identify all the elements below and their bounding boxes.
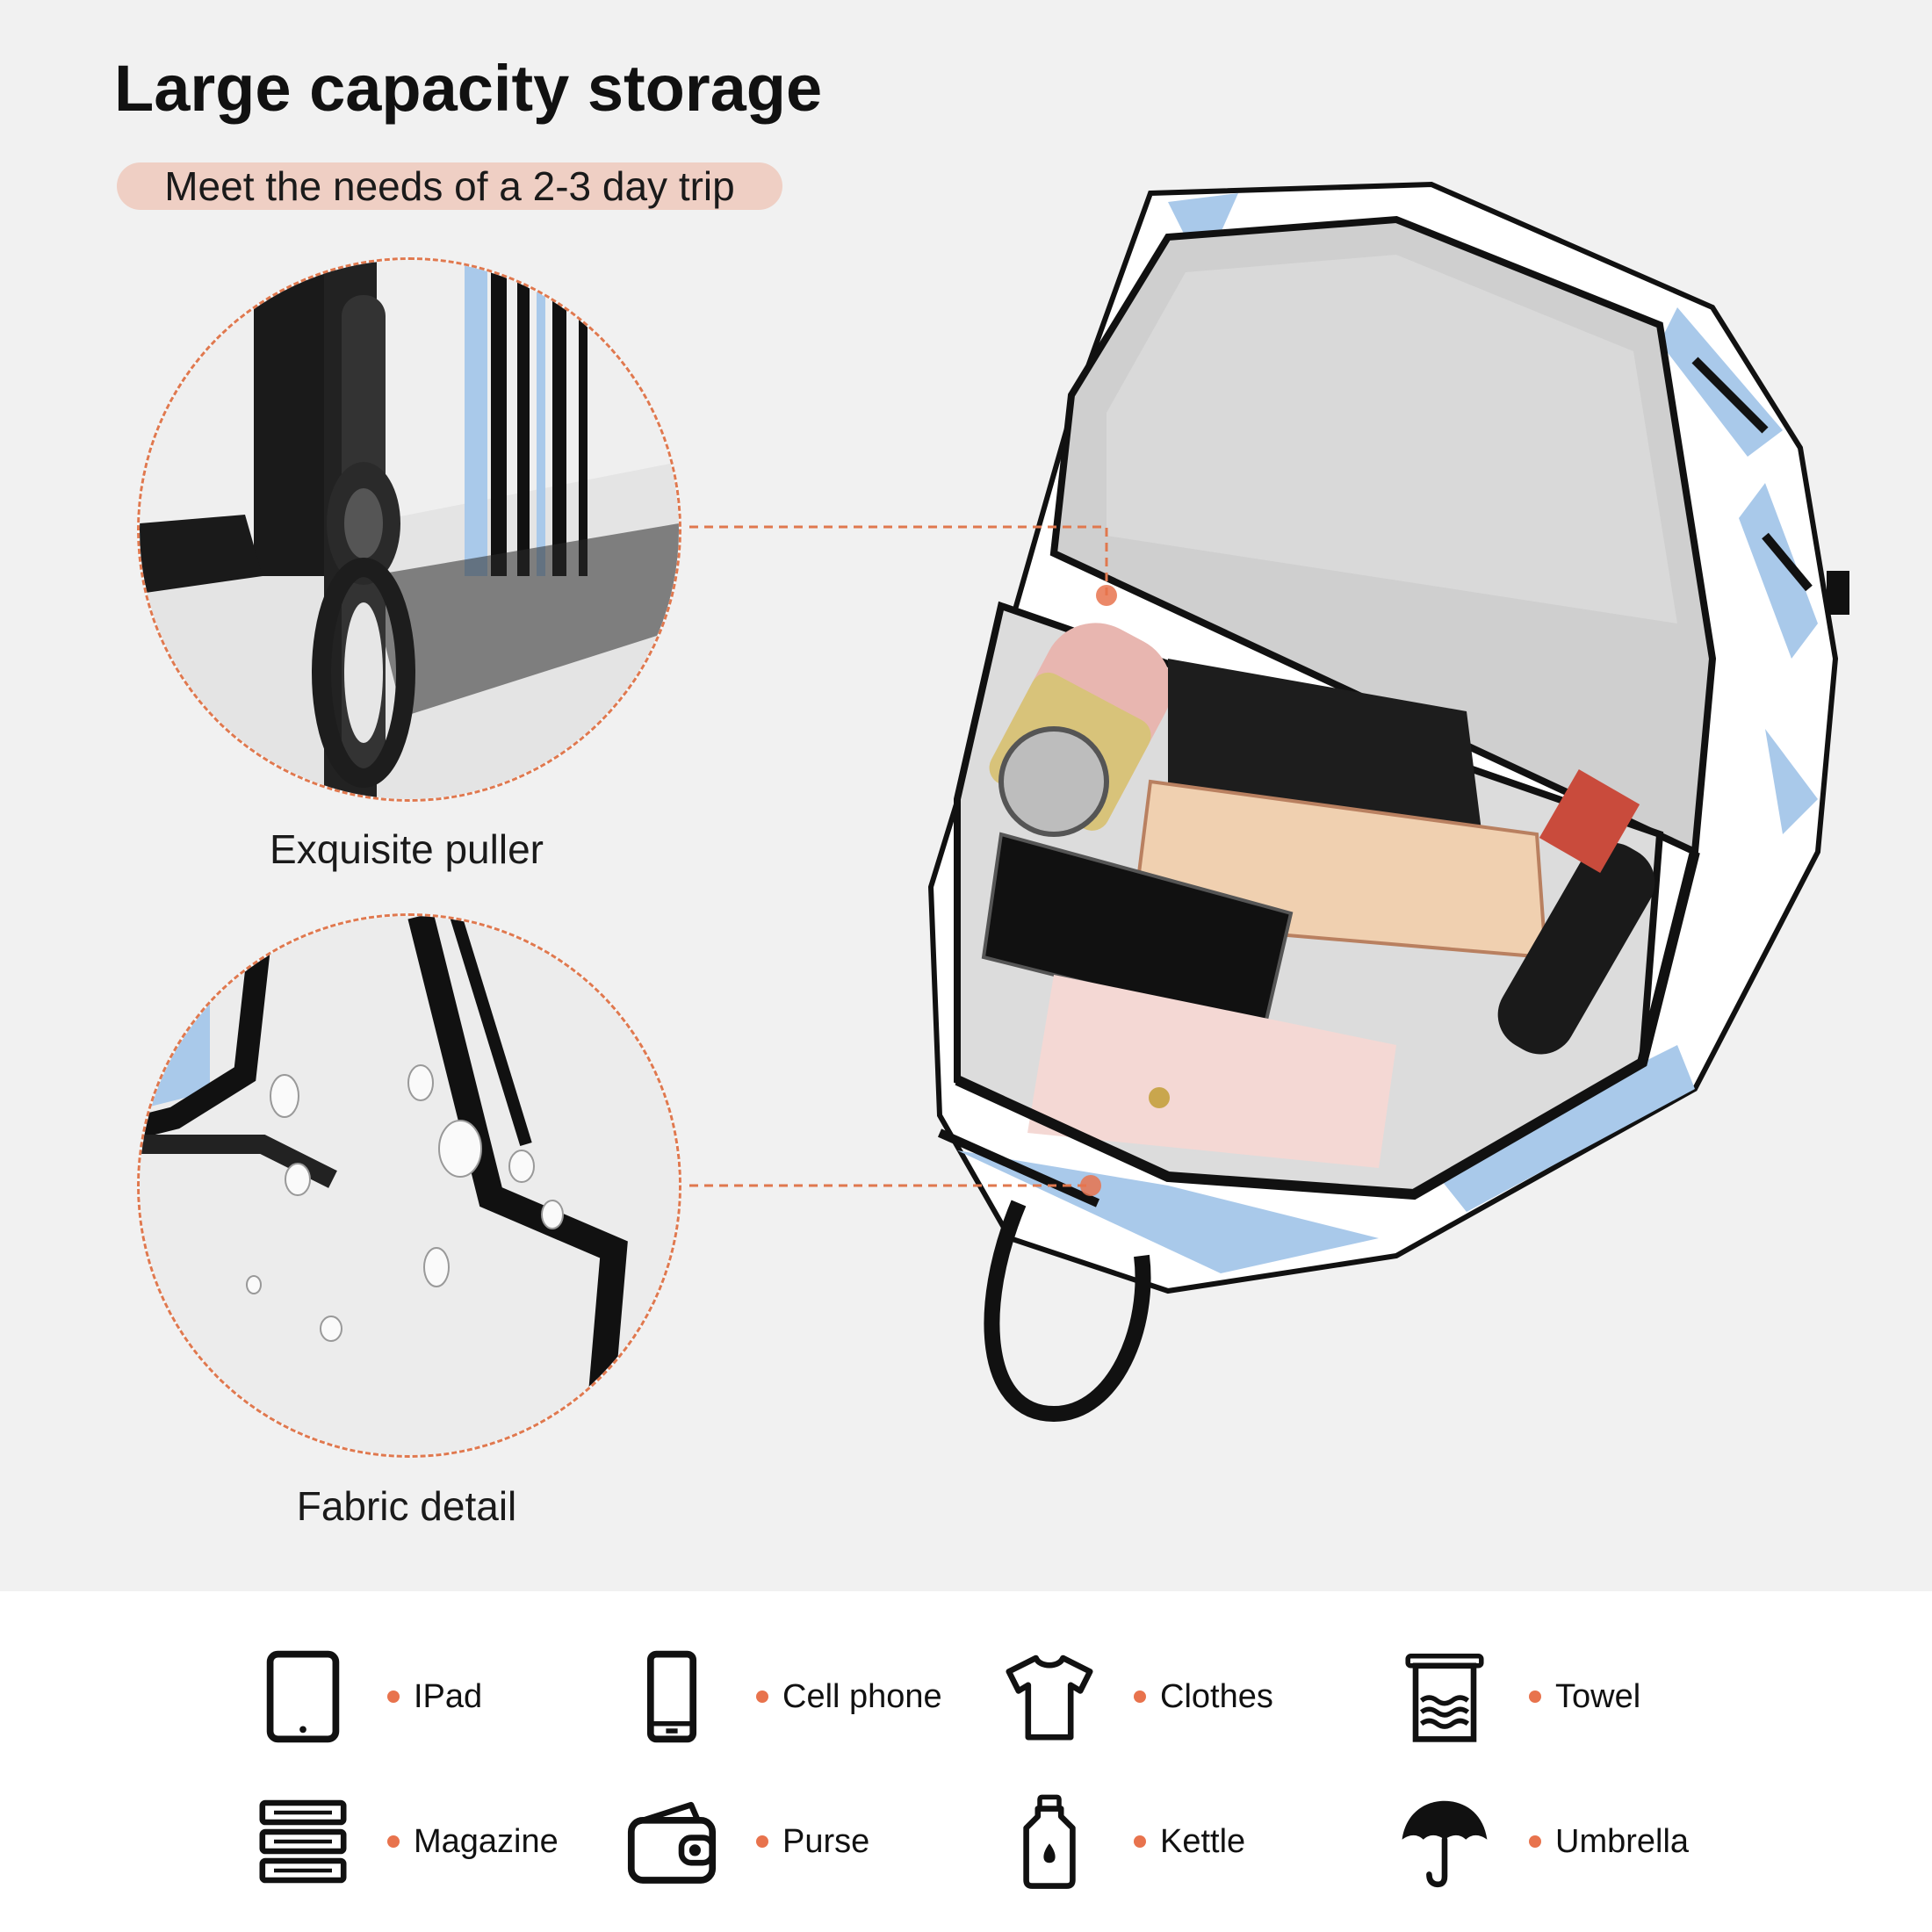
feature-panel: Large capacity storage Meet the needs of… <box>114 52 1879 1529</box>
bullet-dot <box>1529 1690 1541 1703</box>
item-label: Umbrella <box>1555 1822 1690 1860</box>
umbrella-icon <box>1392 1789 1497 1894</box>
fabric-detail-image <box>137 913 681 1458</box>
item-cell-phone: Cell phone <box>619 1644 942 1749</box>
zipper-caption: Exquisite puller <box>270 826 544 872</box>
item-magazine: Magazine <box>250 1789 559 1894</box>
wallet-icon <box>619 1789 724 1894</box>
item-label: IPad <box>414 1677 483 1715</box>
capacity-items-panel: IPad Cell phone Clothes Towel Magazine <box>0 1591 1932 1932</box>
item-label: Clothes <box>1160 1677 1273 1715</box>
t-shirt-icon <box>997 1644 1102 1749</box>
item-umbrella: Umbrella <box>1392 1789 1689 1894</box>
subtitle-pill: Meet the needs of a 2-3 day trip <box>117 162 782 210</box>
bullet-dot <box>1529 1835 1541 1848</box>
cell-phone-icon <box>619 1644 724 1749</box>
item-towel: Towel <box>1392 1644 1640 1749</box>
item-label: Purse <box>782 1822 870 1860</box>
item-purse: Purse <box>619 1789 869 1894</box>
bullet-dot <box>1134 1835 1146 1848</box>
item-label: Kettle <box>1160 1822 1246 1860</box>
backpack-image <box>905 167 1879 1431</box>
bullet-dot <box>756 1690 768 1703</box>
bullet-dot <box>387 1835 400 1848</box>
tablet-icon <box>250 1644 356 1749</box>
magazine-stack-icon <box>250 1789 356 1894</box>
bottle-icon <box>997 1789 1102 1894</box>
bullet-dot <box>1134 1690 1146 1703</box>
item-label: Towel <box>1555 1677 1641 1715</box>
zipper-detail-image <box>137 257 681 802</box>
fabric-caption: Fabric detail <box>296 1483 517 1529</box>
item-ipad: IPad <box>250 1644 482 1749</box>
item-clothes: Clothes <box>997 1644 1273 1749</box>
page-title: Large capacity storage <box>114 52 823 125</box>
item-label: Cell phone <box>782 1677 942 1715</box>
item-kettle: Kettle <box>997 1789 1245 1894</box>
item-label: Magazine <box>414 1822 559 1860</box>
bullet-dot <box>756 1835 768 1848</box>
bullet-dot <box>387 1690 400 1703</box>
towel-icon <box>1392 1644 1497 1749</box>
